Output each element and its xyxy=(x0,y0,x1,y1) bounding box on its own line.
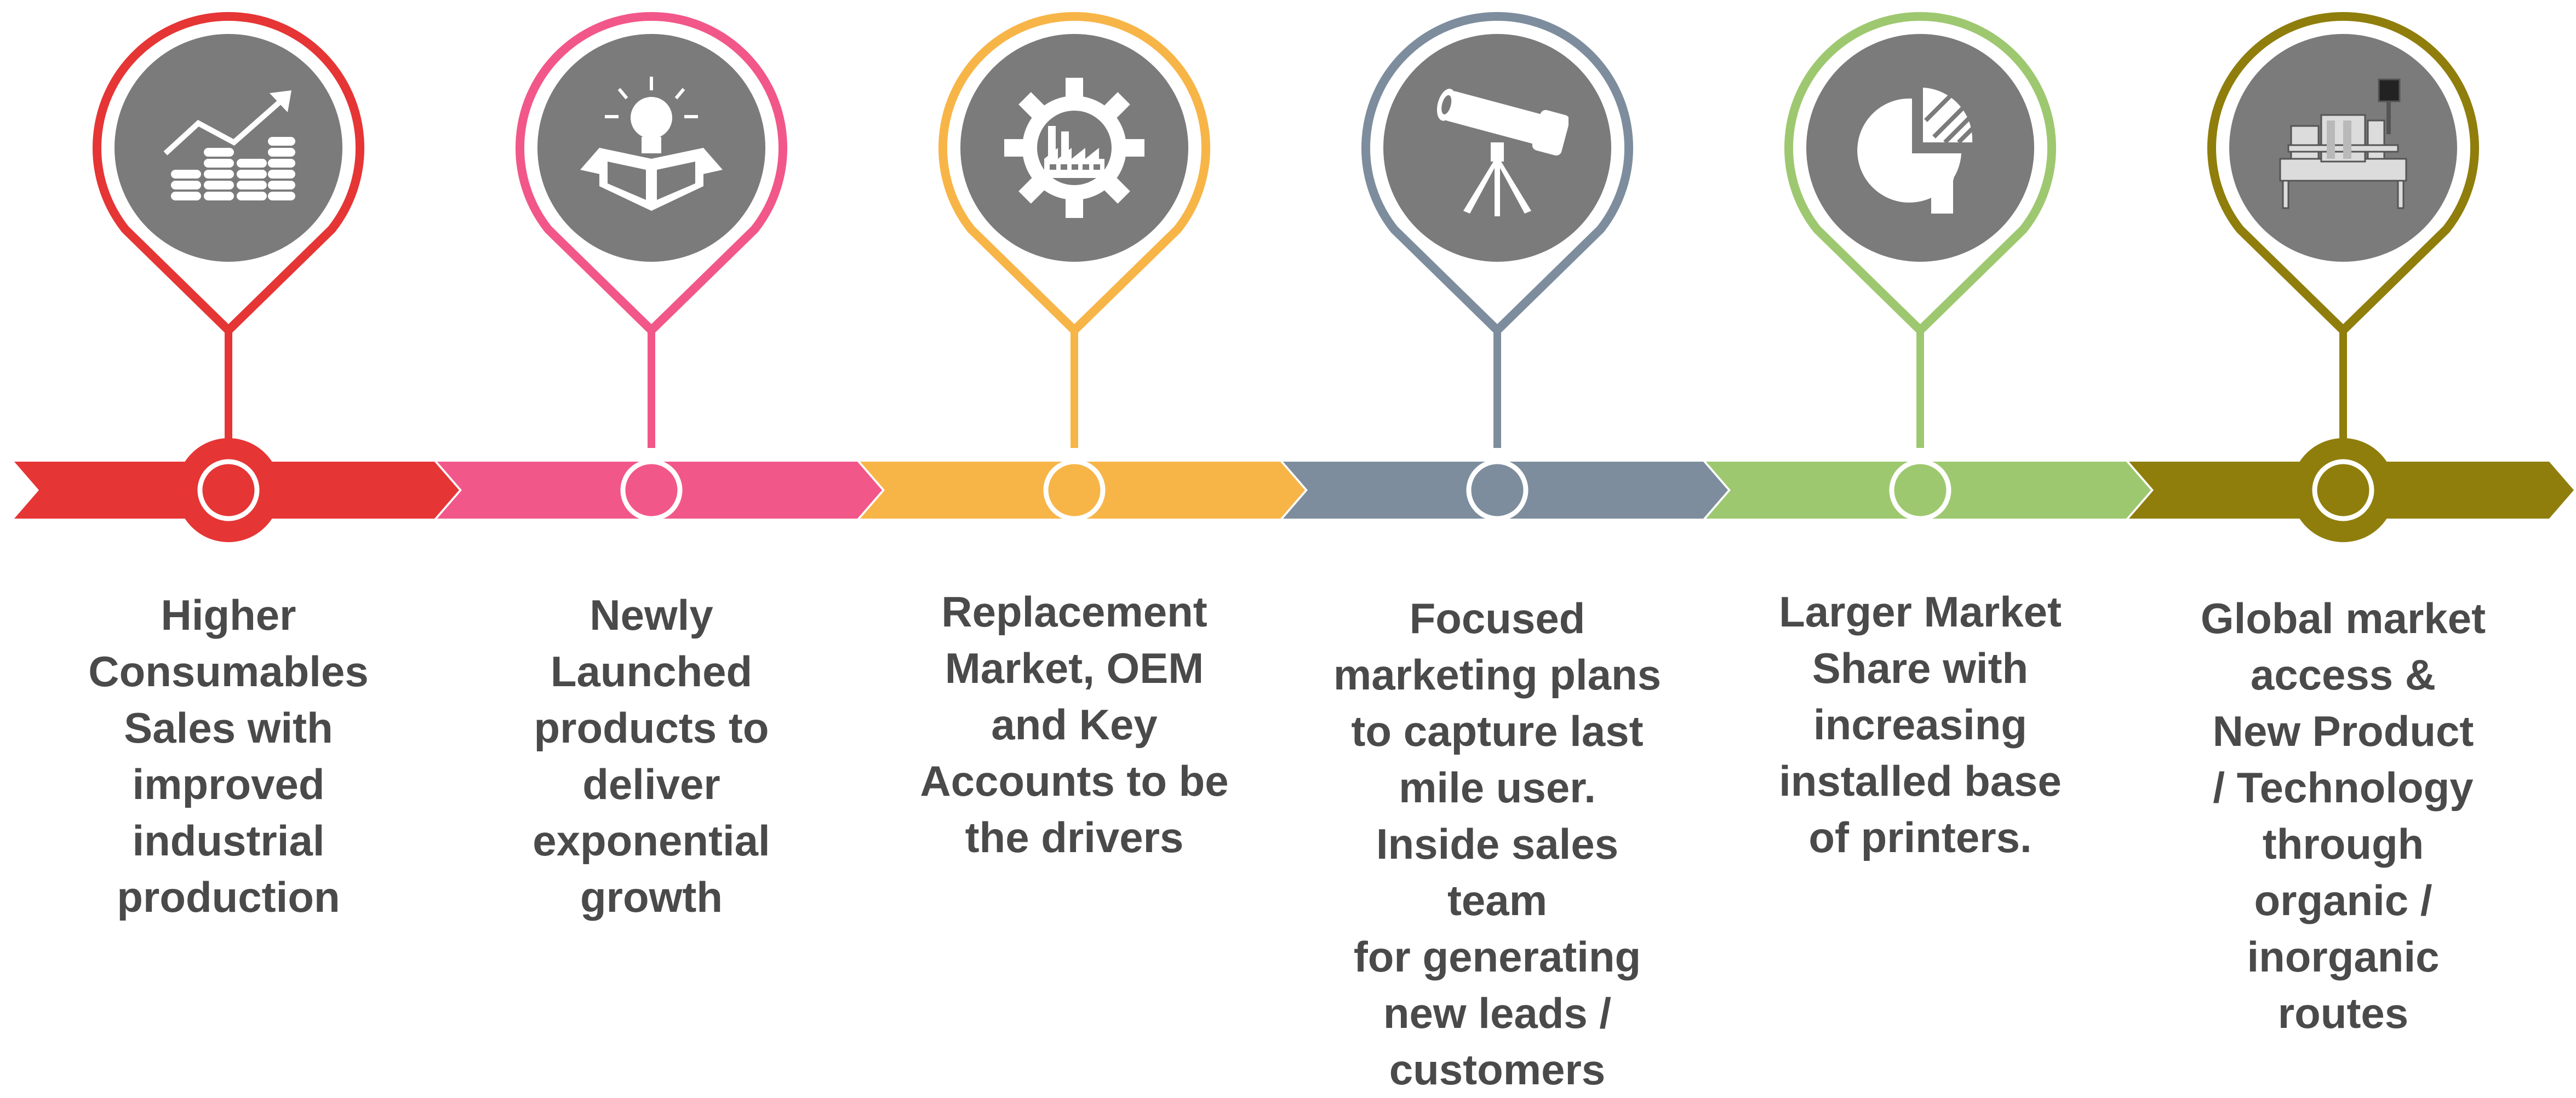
marker-dot xyxy=(197,459,260,521)
marker-dot xyxy=(620,459,683,521)
stage-market-share xyxy=(1706,12,2151,521)
marker-dot xyxy=(1466,459,1529,521)
stage-label-marketing: Focused marketing plans to capture last … xyxy=(1333,594,1662,1094)
marker-dot xyxy=(2312,459,2374,521)
stage-label-global: Global market access & New Product / Tec… xyxy=(2200,594,2486,1037)
timeline-infographic: Higher Consumables Sales with improved i… xyxy=(14,12,2574,1094)
stage-label-replacement: Replacement Market, OEM and Key Accounts… xyxy=(920,588,1229,861)
marker-dot xyxy=(1889,459,1951,521)
icon-background xyxy=(1806,34,2034,262)
stage-launch xyxy=(437,12,882,521)
marker-dot xyxy=(1043,459,1106,521)
stage-sales xyxy=(14,12,459,542)
stage-marketing xyxy=(1283,12,1728,521)
stage-label-sales: Higher Consumables Sales with improved i… xyxy=(88,591,369,921)
factory-gear-icon xyxy=(1004,78,1144,218)
stage-global xyxy=(2129,12,2574,542)
stage-label-launch: Newly Launched products to deliver expon… xyxy=(533,591,770,921)
stage-label-market-share: Larger Market Share with increasing inst… xyxy=(1779,588,2062,861)
stage-replacement xyxy=(860,12,1305,521)
timeline-graphic xyxy=(14,12,2574,542)
